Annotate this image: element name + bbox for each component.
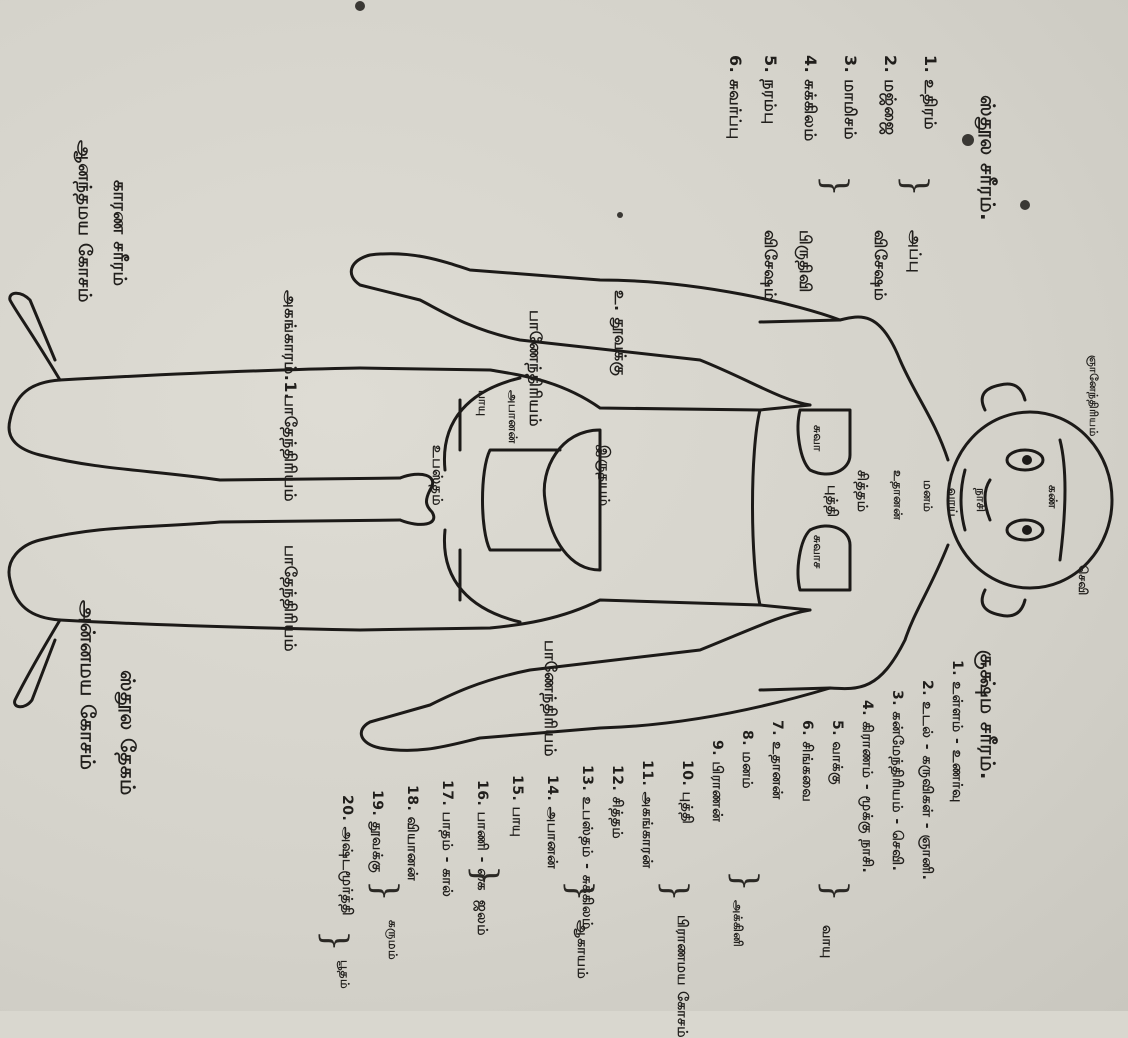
body-label-tvak: உ. தூவக்கு	[609, 290, 630, 376]
body-label-right-leg: பாதேந்திரியம்	[279, 545, 300, 652]
anandamaya-label: ஆனந்தமய கோசம்	[72, 140, 95, 303]
brace: }	[815, 175, 855, 197]
body-label-nose: நாசி	[972, 488, 988, 512]
brow-line	[1060, 440, 1065, 560]
sukshma-item: 18. வியானன்	[402, 785, 420, 881]
body-label-apanan: அபானன்	[504, 390, 520, 444]
brace: }	[315, 930, 355, 952]
sthula-group-earth-sub: விசேஷம்	[759, 230, 780, 301]
brace: }	[815, 880, 855, 902]
sukshma-item: 1. உள்ளம் - உணர்வு	[947, 660, 965, 803]
sukshma-item: 15. பாயு	[507, 775, 525, 837]
body-label-ahankaram: அகங்காரம்.1.	[279, 290, 300, 400]
sukshma-item: 14. அபானன்	[542, 775, 560, 869]
karana-title: காரண சரீரம்	[107, 180, 130, 286]
punch-hole	[617, 212, 623, 218]
body-label-right-lung: சுவாச	[809, 535, 825, 569]
sukshma-item: 10. புத்தி	[677, 760, 695, 824]
body-label-left-lung: சுவா	[809, 425, 825, 452]
sukshma-item: 4. கிராணம் - மூக்கு நாசி.	[857, 700, 875, 873]
body-label-heart: இருதயம்	[594, 445, 612, 506]
body-label-upastham: உபஸ்தம்	[427, 445, 445, 506]
body-label-mouth: வாய்	[944, 488, 960, 517]
sthula-item: 2. மஜ்ஜை	[879, 55, 900, 135]
scanned-page: ஸ்தூல சரீரம். 1. உதிரம் 2. மஜ்ஜை 3. மாமி…	[0, 0, 1128, 1011]
brace: }	[655, 880, 695, 902]
sukshma-title: சூக்ஷ்ம சரீரம்.	[973, 650, 1000, 780]
sukshma-group-karma: கருமம்	[384, 920, 400, 960]
sthula-group-water-sub: விசேஷம்	[869, 230, 890, 301]
sukshma-item: 17. பாதம் - கால்	[437, 780, 455, 897]
left-foot-outline	[10, 293, 60, 380]
sthula-item: 1. உதிரம்	[919, 55, 940, 130]
punch-hole	[355, 1, 365, 11]
sthula-item: 3. மாமிசம்	[839, 55, 860, 140]
body-label-chest: சித்தம்	[852, 470, 870, 512]
brace: }	[725, 870, 765, 892]
torso-outline-top	[760, 317, 948, 460]
sukshma-group-jalam: ஜலம்	[472, 900, 490, 936]
mouth-outline	[961, 470, 965, 530]
sukshma-group-agni: அக்கினி	[729, 900, 745, 947]
body-label-left-leg: பாதேந்திரியம்	[279, 395, 300, 502]
sthula-item: 6. சுவர்ப்பு	[724, 55, 745, 140]
sukshma-group-akasha: ஆகாயம்	[572, 920, 590, 979]
sukshma-group-prana: பிராணமய கோசம்	[672, 915, 690, 1038]
sthula-group-earth: பிருதிவி	[794, 230, 815, 293]
sukshma-item: 5. வாக்கு	[827, 720, 845, 785]
body-label-manas: மனம்	[919, 480, 935, 512]
body-label-right-arm: பாணேந்திரியம்	[539, 640, 560, 757]
sukshma-item: 7. உதானன்	[767, 720, 785, 800]
body-label-eyes: கண்	[1044, 485, 1060, 509]
body-label-udanan: உதானன்	[889, 470, 905, 520]
sukshma-item: 13. உபஸ்தம் - சுக்கிலம்	[577, 765, 595, 930]
brace: }	[465, 865, 505, 887]
brace: }	[560, 880, 600, 902]
sukshma-item: 12. சித்தம்	[607, 765, 625, 839]
sukshma-group-bhutam: பூதம்	[336, 960, 352, 989]
sukshma-item: 2. உடல் - கருவிகள் - ஞானி.	[917, 680, 935, 880]
right-leg-outline	[9, 520, 400, 630]
brace: }	[895, 175, 935, 197]
sukshma-item: 8. மனம்	[737, 730, 755, 789]
body-label-left-arm: பாணேந்திரியம்	[524, 310, 545, 427]
sukshma-item: 6. சிங்கவை	[797, 720, 815, 802]
sukshma-item: 11. அகங்காரன்	[637, 760, 655, 869]
ear-top-outline	[982, 384, 1025, 410]
annamaya-title: ஸ்தூல தேகம்	[113, 670, 140, 796]
ear-bottom-outline	[982, 590, 1025, 616]
body-label-head: ஞானேந்திரியம்	[1085, 355, 1100, 437]
sukshma-item: 20. அஷ்டமூர்த்தி	[337, 795, 355, 916]
torso-outline	[753, 405, 811, 610]
torso-outline-bottom	[760, 545, 948, 690]
sukshma-item: 3. கன்மேந்திரியம் - செவி.	[887, 690, 905, 871]
body-label-payu: பாயு	[474, 390, 490, 417]
sukshma-item: 9. பிராணன்	[707, 740, 725, 822]
sthula-title: ஸ்தூல சரீரம்.	[973, 95, 1000, 221]
body-label-ears: செவி	[1074, 565, 1090, 596]
sthula-item: 4. சுக்கிலம்	[799, 55, 820, 142]
annamaya-sub: அன்னமய கோசம்	[73, 600, 100, 770]
punch-hole	[1020, 200, 1030, 210]
brace: }	[365, 880, 405, 902]
right-arm-outline	[361, 610, 830, 750]
sthula-item: 5. நரம்பு	[759, 55, 780, 125]
sukshma-group-vayu: வாயு	[817, 925, 835, 959]
sukshma-item: 19. தூவக்கு	[367, 790, 385, 873]
sthula-group-water: அப்பு	[904, 230, 925, 273]
left-leg-outline	[9, 368, 400, 480]
body-label-buddhi: புத்தி	[822, 485, 840, 518]
right-foot-outline	[15, 620, 60, 707]
